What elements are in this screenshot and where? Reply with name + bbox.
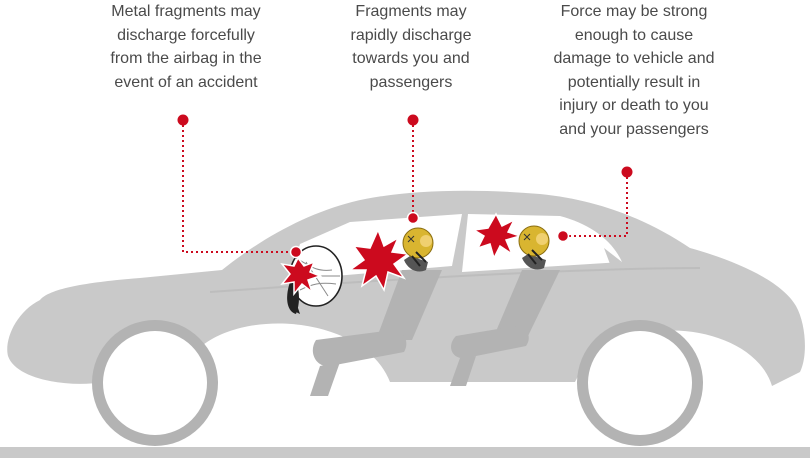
- impact-burst-icon: [471, 212, 523, 261]
- rear-quarter-window: [604, 248, 622, 264]
- impact-burst-icon: [347, 228, 410, 293]
- front-wheel: [92, 320, 218, 446]
- leader-line-force-injury: [556, 166, 633, 243]
- callout-force-injury: Force may be strong enough to cause dama…: [553, 3, 715, 138]
- ground-line: [0, 447, 810, 458]
- leader-line-rapid-discharge: [406, 114, 420, 225]
- crash-dummy-icon: [518, 225, 550, 270]
- rear-wheel: [577, 320, 703, 446]
- seat-icon: [310, 270, 442, 396]
- impact-burst-icon: [280, 256, 323, 297]
- crash-dummy-icon: [402, 227, 434, 272]
- beltline: [209, 267, 701, 293]
- leader-line-airbag-fragments: [177, 114, 303, 259]
- seat-icon: [450, 270, 560, 386]
- callout-airbag-fragments: Metal fragments may discharge forcefully…: [110, 3, 262, 91]
- callout-rapid-discharge: Fragments may rapidly discharge towards …: [350, 3, 472, 91]
